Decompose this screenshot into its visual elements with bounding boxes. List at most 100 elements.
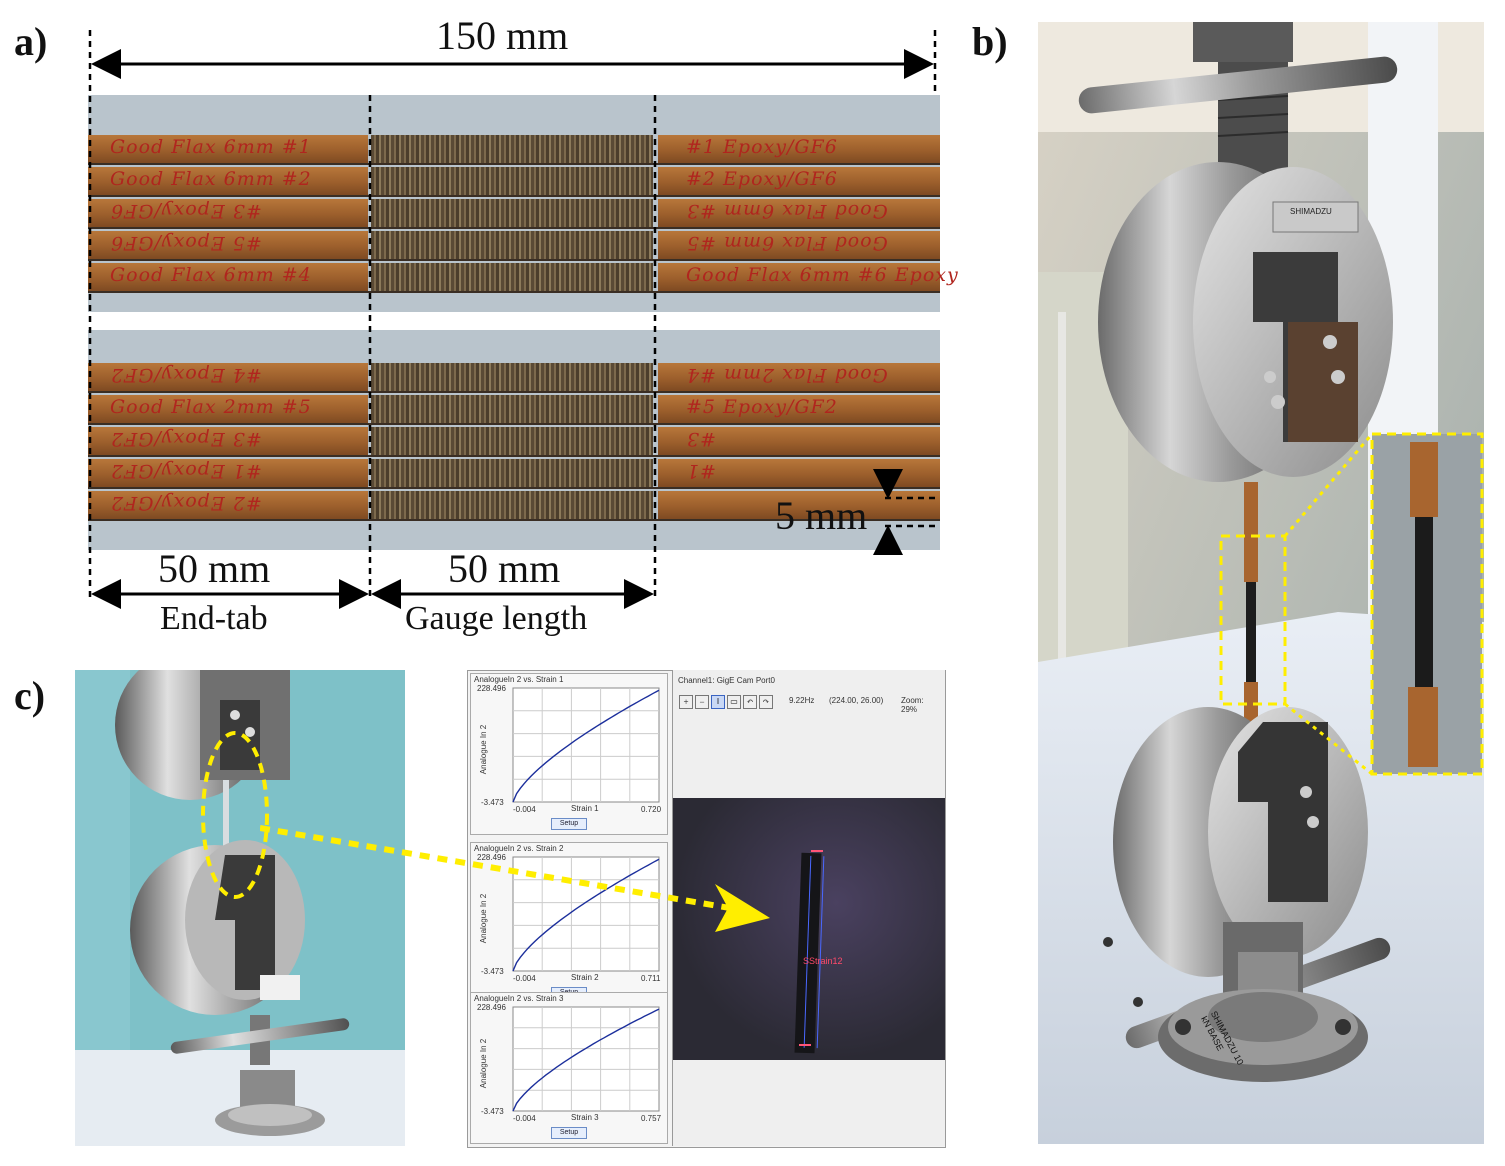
end-tab-right: #3: [658, 427, 940, 455]
zoom-out-icon[interactable]: −: [695, 695, 709, 709]
end-tab-left: Good Flax 6mm #2: [88, 167, 368, 195]
x-max-label: 0.711: [641, 974, 661, 983]
setup-button[interactable]: Setup: [551, 1127, 587, 1139]
y-min-label: -3.473: [481, 798, 504, 807]
width-label: 5 mm: [775, 493, 868, 538]
y-min-label: -3.473: [481, 967, 504, 976]
plot-area: [512, 1006, 660, 1112]
x-min-label: -0.004: [513, 1114, 536, 1123]
y-max-label: 228.496: [477, 853, 506, 862]
plot-title: AnalogueIn 2 vs. Strain 2: [474, 844, 564, 853]
gauge-section: [371, 199, 653, 227]
end-tab-left: #2 Epoxy/GF2: [88, 491, 368, 519]
redo-icon[interactable]: ↷: [759, 695, 773, 709]
plot-title: AnalogueIn 2 vs. Strain 3: [474, 994, 564, 1003]
end-tab-right: #1 Epoxy/GF6: [658, 135, 940, 163]
undo-icon[interactable]: ↶: [743, 695, 757, 709]
specimen-strip: Good Flax 6mm #1 #1 Epoxy/GF6: [88, 135, 940, 165]
grip-plate-text: SHIMADZU: [1290, 207, 1332, 216]
panel-label-b: b): [972, 19, 1008, 64]
specimen-strip: Good Flax 6mm #2 #2 Epoxy/GF6: [88, 167, 940, 197]
cursor-readout: (224.00, 26.00): [829, 696, 884, 705]
x-min-label: -0.004: [513, 974, 536, 983]
plot-frame: [512, 1006, 660, 1112]
plot-title: AnalogueIn 2 vs. Strain 1: [474, 675, 564, 684]
camera-title: Channel1: GigE Cam Port0: [678, 676, 775, 685]
gauge-section: [371, 395, 653, 423]
specimen-strip: Good Flax 2mm #5 #5 Epoxy/GF2: [88, 395, 940, 425]
pause-icon[interactable]: ‖: [711, 695, 725, 709]
marker-bottom: [799, 1044, 811, 1052]
fit-icon[interactable]: ▭: [727, 695, 741, 709]
camera-footer: [673, 1060, 945, 1146]
gauge-caption: Gauge length: [405, 600, 588, 637]
marker-top: [811, 850, 823, 858]
end-tab-right: Good Flax 2mm #4: [658, 363, 940, 391]
gauge-section: [371, 231, 653, 259]
gauge-section: [371, 427, 653, 455]
test-machine-photo: [1038, 22, 1484, 1144]
plot-frame: [512, 856, 660, 972]
gauge-length-label: 50 mm: [448, 546, 561, 591]
end-tab-left: Good Flax 2mm #5: [88, 395, 368, 423]
photo-gap: [88, 312, 940, 330]
y-axis-label: Analogue In 2: [479, 1038, 489, 1089]
specimen-strip: #4 Epoxy/GF2 Good Flax 2mm #4: [88, 363, 940, 393]
end-tab-caption: End-tab: [160, 600, 268, 637]
gauge-section: [371, 263, 653, 291]
end-tab-right: Good Flax 6mm #6 Epoxy: [658, 263, 958, 291]
specimen-strip: #3 Epoxy/GF2 #3: [88, 427, 940, 457]
x-max-label: 0.720: [641, 805, 662, 814]
specimen-strip: Good Flax 6mm #4 Good Flax 6mm #6 Epoxy: [88, 263, 958, 293]
specimen-strip: #1 Epoxy/GF2#1: [88, 459, 940, 489]
plot-area: [512, 856, 660, 972]
end-tab-left: #5 Epoxy/GF6: [88, 231, 368, 259]
x-min-label: -0.004: [513, 805, 536, 814]
end-tab-length-label: 50 mm: [158, 546, 271, 591]
grip-setup-photo: [75, 670, 405, 1146]
load-strain-curve: [512, 1008, 660, 1112]
connection-arrow: [260, 825, 770, 932]
specimen-strip: #2 Epoxy/GF2: [88, 491, 940, 521]
plot-frame: [512, 687, 660, 803]
plot-area: [512, 687, 660, 803]
end-tab-left: #3 Epoxy/GF2: [88, 427, 368, 455]
gauge-section: [371, 167, 653, 195]
handwritten-label-right: #1 Epoxy/GF6: [686, 136, 838, 158]
gauge-section: [371, 363, 653, 391]
end-tab-right: Good Flax 6mm #5: [658, 231, 940, 259]
y-axis-label: Analogue In 2: [479, 724, 489, 775]
frame-rate: 9.22Hz: [789, 696, 815, 705]
end-tab-left: #3 Epoxy/GF6: [88, 199, 368, 227]
end-tab-right: #2 Epoxy/GF6: [658, 167, 940, 195]
handwritten-label-left: Good Flax 6mm #1: [110, 136, 312, 158]
specimen-strip: #3 Epoxy/GF6 Good Flax 6mm #3: [88, 199, 940, 229]
handwritten-label-right: #5 Epoxy/GF2: [686, 396, 838, 418]
x-axis-label: Strain 2: [571, 973, 599, 982]
gauge-section: [371, 459, 653, 487]
marker-label: SStrain12: [803, 956, 843, 966]
load-strain-curve: [512, 858, 660, 972]
y-max-label: 228.496: [477, 1003, 506, 1012]
gauge-section: [371, 135, 653, 163]
end-tab-right: #5 Epoxy/GF2: [658, 395, 940, 423]
y-min-label: -3.473: [481, 1107, 504, 1116]
end-tab-right: Good Flax 6mm #3: [658, 199, 940, 227]
load-strain-curve: [512, 689, 660, 803]
end-tab-left: #1 Epoxy/GF2: [88, 459, 368, 487]
x-max-label: 0.757: [641, 1114, 662, 1123]
handwritten-label-right: #2 Epoxy/GF6: [686, 168, 838, 190]
specimen-strip: #5 Epoxy/GF6 Good Flax 6mm #5: [88, 231, 940, 261]
zoom-readout: Zoom: 29%: [901, 696, 924, 714]
handwritten-label-left: Good Flax 6mm #4: [110, 264, 312, 286]
end-tab-left: Good Flax 6mm #1: [88, 135, 368, 163]
x-axis-label: Strain 3: [571, 1113, 599, 1122]
handwritten-label-right: Good Flax 6mm #6 Epoxy: [686, 264, 959, 286]
dimension-overlay: [88, 30, 940, 609]
zoom-in-icon[interactable]: +: [679, 695, 693, 709]
setup-button[interactable]: Setup: [551, 818, 587, 830]
x-axis-label: Strain 1: [571, 804, 599, 813]
end-tab-left: #4 Epoxy/GF2: [88, 363, 368, 391]
